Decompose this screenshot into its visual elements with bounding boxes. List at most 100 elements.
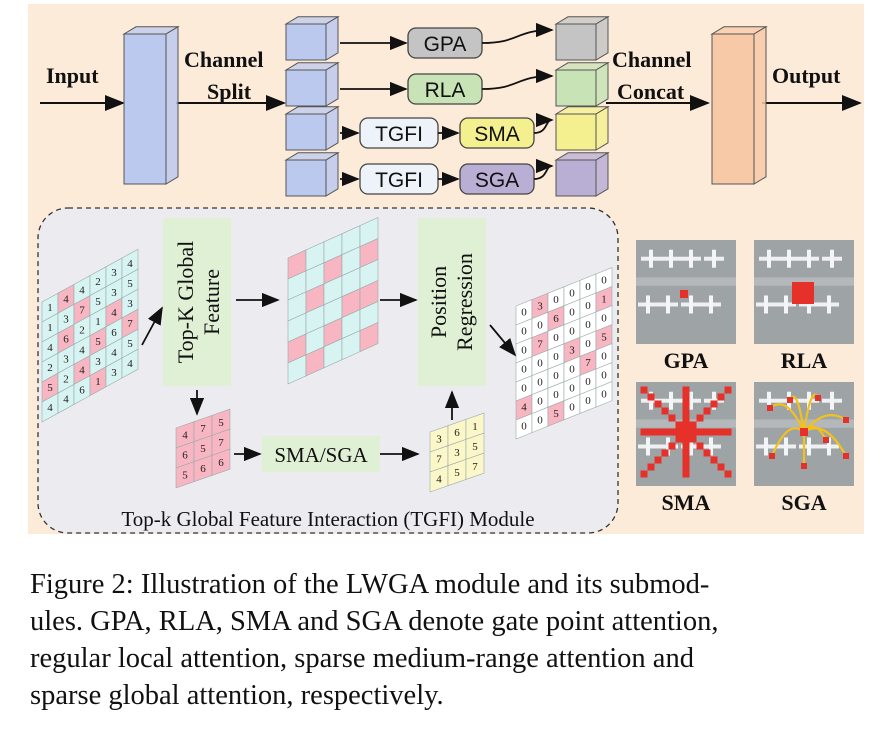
output-matrix-value: 0 [537,319,543,331]
output-matrix-value: 0 [601,351,607,363]
output-label: Output [772,63,841,88]
branch-output-block-1-side [595,15,609,61]
split-block-3-side [325,105,339,151]
output-matrix-value: 5 [601,332,607,344]
sma-sparse-cell [703,449,711,457]
thumb-rla [754,240,854,344]
output-matrix-value: 1 [601,294,607,306]
sma-sparse-cell [640,428,648,436]
topk-matrix-value: 6 [218,457,224,469]
sma-sparse-cell [710,428,718,436]
output-matrix-value: 0 [521,326,527,338]
mid-matrix-cell [359,322,379,353]
output-matrix-value: 0 [601,275,607,287]
thumb-rla-plane [807,295,811,314]
output-matrix-value: 4 [521,402,527,414]
split-block-2-side [325,61,339,107]
figure-caption: Figure 2: Illustration of the LWGA modul… [30,566,870,714]
sma-sparse-cell [668,442,676,450]
sma-sparse-cell [682,414,690,422]
input-block-side [165,25,179,185]
output-matrix-value: 0 [521,364,527,376]
thumb-gpa-plane [689,249,693,268]
lwga-diagram: Input Channel Split Channel Concat Outpu… [28,4,864,534]
sma-sparse-cell [703,428,711,436]
sma-sparse-cell [724,428,732,436]
thumb-rla-label: RLA [781,348,828,373]
sma-label: SMA [474,123,520,146]
branch-output-block-3-front [555,113,597,151]
branch-output-block-2-side [595,61,609,107]
output-matrix-value: 0 [601,370,607,382]
topk-global-feature-label-2: Feature [199,269,224,335]
branch-output-block-3-side [595,105,609,151]
split-block-1-side [325,15,339,61]
sma-sparse-cell [682,449,690,457]
output-matrix-value: 0 [601,313,607,325]
input-matrix-value: 2 [47,362,53,374]
sga-point [767,405,773,411]
output-matrix-value: 0 [553,389,559,401]
thumb-sga-plane [764,437,768,456]
thumb-rla-plane [787,249,791,268]
sma-sparse-cell [647,463,655,471]
output-matrix-value: 0 [585,281,591,293]
input-matrix-value: 5 [95,336,101,348]
thumb-sga-taxiway [754,419,854,428]
input-matrix-cell [121,348,139,379]
output-matrix-value: 7 [537,338,543,350]
thumb-gpa-plane [689,295,693,314]
gpa-label: GPA [424,33,467,56]
thumb-sga-plane [827,437,831,456]
sma-sparse-cell [640,470,648,478]
input-label: Input [46,63,99,88]
thumb-sga [754,382,854,486]
output-matrix-value: 3 [569,345,575,357]
result-matrix-value: 7 [436,453,442,465]
output-matrix-value: 0 [553,370,559,382]
topk-global-feature-label-1: Top-K Global [173,241,198,364]
input-block [122,25,180,185]
sma-sparse-cell [710,400,718,408]
sma-sparse-cell [640,386,648,394]
merge-arrow-sga [533,158,554,180]
sma-sparse-cell [717,463,725,471]
input-matrix-value: 5 [95,296,101,308]
output-matrix-value: 0 [585,300,591,312]
output-matrix-value: 0 [569,307,575,319]
sma-sparse-cell [696,414,704,422]
lwga-figure: Input Channel Split Channel Concat Outpu… [28,4,864,534]
output-matrix-value: 0 [585,395,591,407]
input-matrix-value: 4 [127,258,133,270]
branch-output-block-2-front [555,69,597,107]
thumb-gpa-plane [669,249,673,268]
split-block-3 [284,105,340,151]
input-matrix-value: 1 [47,322,53,334]
sma-sparse-cell [654,400,662,408]
thumb-sma-plane [649,391,653,410]
split-block-1-front [285,23,327,61]
thumb-sma-plane [646,437,650,456]
arrow-regression-to-output [489,324,517,357]
output-matrix-value: 0 [521,383,527,395]
thumb-sma-plane [689,437,693,456]
split-block-4-front [285,159,327,197]
position-regression-label-2: Regression [452,253,477,351]
output-matrix-value: 0 [553,332,559,344]
tgfi-label-2: TGFI [375,169,423,192]
input-matrix-value: 2 [79,325,85,337]
result-matrix-value: 5 [472,441,478,453]
rla-label: RLA [425,79,466,102]
input-matrix-value: 6 [79,385,85,397]
sga-label: SGA [475,169,519,192]
result-matrix-value: 4 [436,473,442,485]
channel-concat-label-1: Channel [612,47,691,72]
thumb-rla-plane [784,295,788,314]
thumb-rla-plane [827,295,831,314]
thumb-rla-plane [767,249,771,268]
output-matrix-value: 0 [537,414,543,426]
branch-output-block-1-front [555,23,597,61]
input-matrix-value: 3 [127,298,133,310]
sma-sparse-cell [696,442,704,450]
topk-matrix-value: 6 [200,463,206,475]
